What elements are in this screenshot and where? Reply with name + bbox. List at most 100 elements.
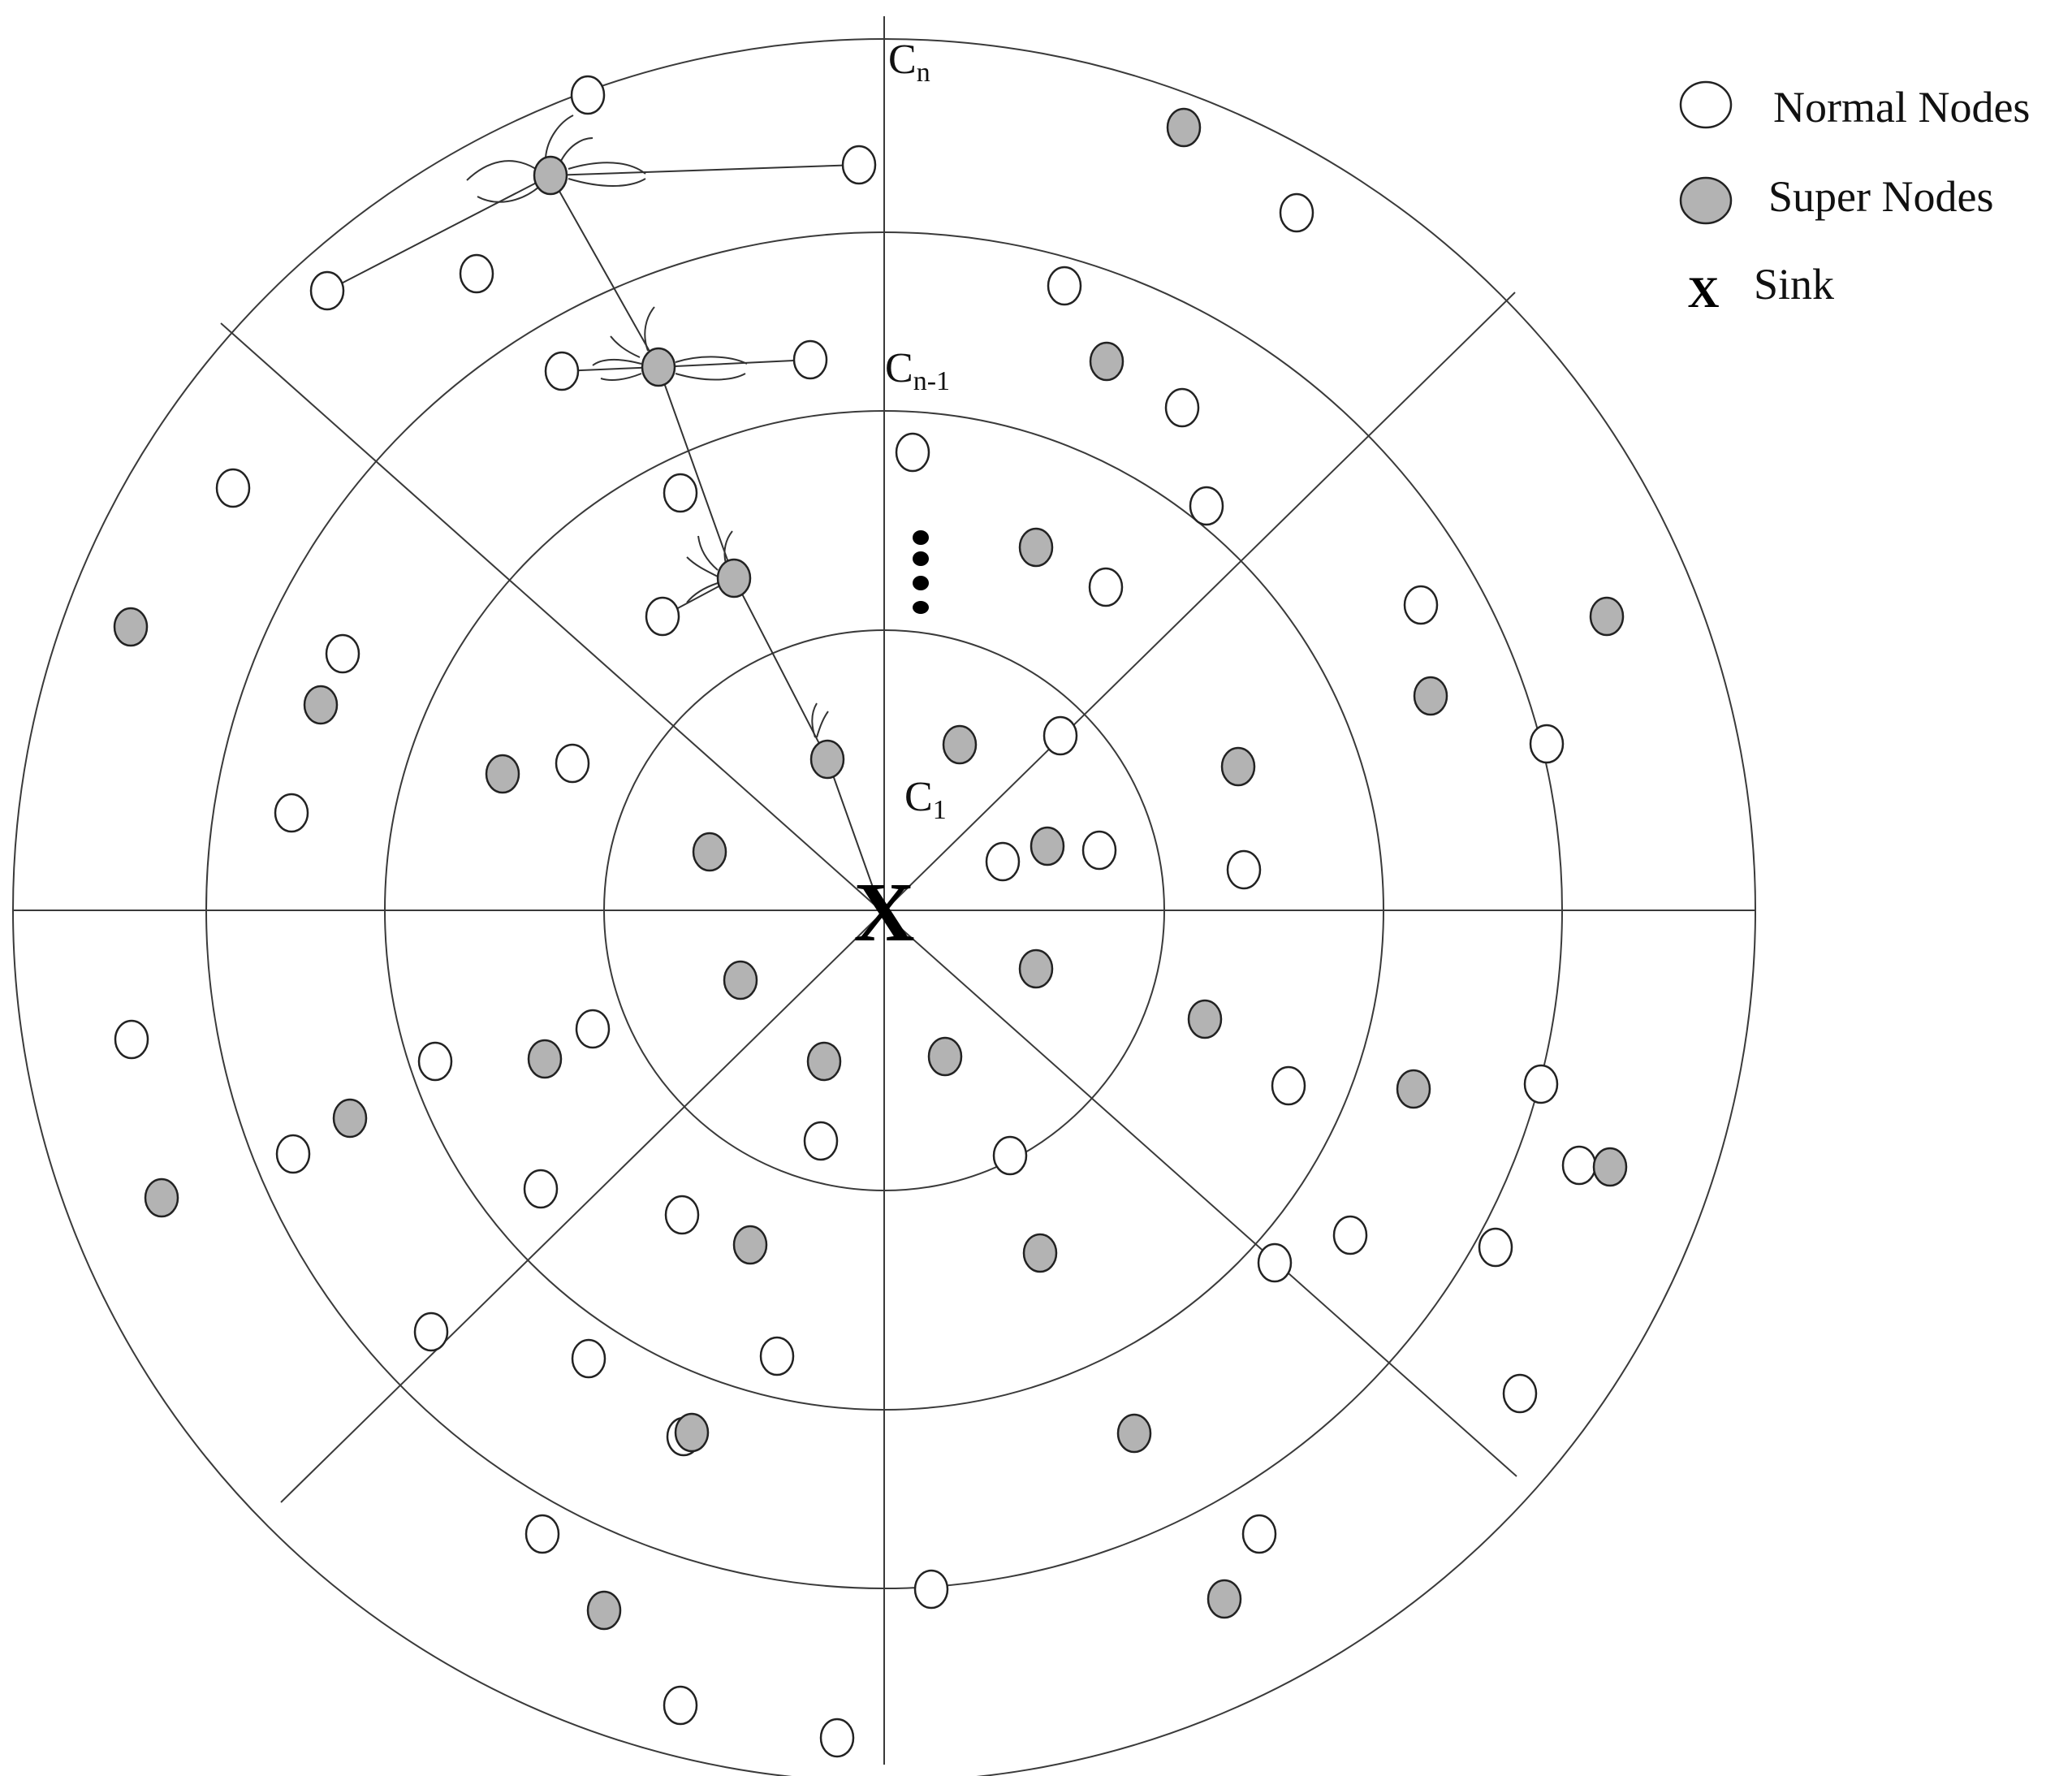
route-link	[733, 577, 828, 760]
route-link	[550, 175, 659, 368]
normal-node	[575, 1009, 611, 1049]
super-node	[1220, 746, 1256, 787]
super-node	[1207, 1579, 1242, 1619]
nodes	[113, 75, 1628, 1758]
normal-node	[792, 339, 828, 380]
routing-links	[326, 164, 875, 892]
super-node	[1592, 1147, 1628, 1187]
ring-label-cn-1: Cn-1	[885, 345, 950, 396]
normal-node	[555, 743, 590, 784]
normal-node	[1332, 1215, 1368, 1255]
super-node	[641, 347, 676, 387]
ring-label-cn: Cn	[888, 37, 930, 88]
normal-node	[1478, 1227, 1513, 1268]
normal-node	[1047, 266, 1082, 306]
normal-node	[645, 596, 680, 637]
route-link	[550, 164, 860, 176]
normal-node	[523, 1169, 559, 1209]
ellipsis-dot	[913, 530, 929, 545]
normal-node	[417, 1041, 453, 1082]
reception-arc	[568, 178, 646, 187]
super-node	[1187, 999, 1223, 1039]
reception-arc	[675, 356, 748, 365]
legend-sink-icon: X	[1688, 268, 1720, 317]
divider-diagonal-nw-se	[220, 322, 1517, 1477]
super-node	[586, 1590, 622, 1631]
legend: Normal Nodes Super Nodes X Sink	[1679, 80, 2030, 317]
legend-label-normal: Normal Nodes	[1773, 83, 2030, 132]
normal-node	[459, 253, 494, 294]
normal-node	[664, 1195, 700, 1235]
normal-node	[1561, 1145, 1597, 1186]
ellipsis-dot	[913, 601, 929, 614]
reception-arc	[559, 137, 594, 163]
normal-node	[1226, 849, 1262, 890]
normal-node	[114, 1019, 149, 1060]
reception-arcs	[466, 115, 829, 738]
super-node	[1116, 1413, 1152, 1454]
super-node	[1166, 107, 1202, 148]
normal-node	[413, 1311, 449, 1352]
normal-node	[663, 1685, 698, 1726]
normal-node	[570, 75, 606, 115]
reception-arc	[610, 335, 641, 358]
normal-node	[274, 793, 309, 833]
ellipsis-dot	[913, 576, 929, 590]
normal-node	[663, 473, 698, 513]
normal-node	[819, 1718, 855, 1758]
normal-node	[1502, 1373, 1538, 1414]
normal-node	[1164, 387, 1200, 428]
route-link	[658, 359, 811, 368]
normal-node	[1042, 715, 1078, 756]
normal-node	[985, 841, 1021, 882]
normal-node	[1081, 830, 1117, 871]
super-node	[1018, 527, 1054, 568]
sink-marker: X	[853, 866, 914, 959]
normal-node	[524, 1514, 560, 1554]
super-node	[332, 1098, 368, 1139]
super-node	[723, 960, 758, 1000]
route-link	[827, 758, 875, 892]
super-node	[732, 1225, 768, 1265]
normal-node	[215, 468, 251, 508]
normal-node	[1529, 724, 1565, 764]
super-node	[113, 607, 149, 647]
normal-node	[1189, 486, 1224, 526]
super-node	[692, 832, 727, 872]
normal-node	[1523, 1064, 1559, 1104]
normal-node	[275, 1134, 311, 1174]
reception-arc	[568, 162, 646, 175]
legend-label-sink: Sink	[1754, 260, 1834, 309]
super-node	[806, 1041, 842, 1082]
divider-diagonal-ne-sw	[280, 292, 1516, 1503]
sector-dividers	[13, 16, 1755, 1765]
reception-arc	[686, 582, 719, 603]
legend-normal-node-icon	[1679, 80, 1733, 129]
reception-arc	[600, 373, 642, 381]
reception-arc	[592, 359, 642, 366]
super-node	[927, 1036, 963, 1077]
reception-arc	[545, 115, 574, 158]
super-node	[533, 155, 568, 196]
ring-ellipsis	[913, 530, 929, 614]
reception-arc	[686, 556, 719, 577]
super-node	[1018, 948, 1054, 989]
reception-arc	[697, 535, 719, 571]
reception-arc	[723, 530, 733, 564]
super-node	[1030, 826, 1065, 866]
ring-label-c1: C1	[904, 774, 947, 825]
normal-node	[913, 1569, 949, 1610]
super-node	[1022, 1233, 1058, 1273]
normal-node	[1403, 585, 1439, 625]
super-node	[674, 1412, 710, 1453]
normal-node	[325, 633, 360, 674]
normal-node	[992, 1135, 1028, 1176]
ellipsis-dot	[913, 551, 929, 566]
legend-label-super: Super Nodes	[1768, 172, 1993, 221]
route-link	[326, 175, 551, 292]
super-node	[1413, 676, 1448, 716]
reception-arc	[816, 711, 829, 738]
normal-node	[544, 351, 580, 391]
super-node	[809, 739, 845, 780]
